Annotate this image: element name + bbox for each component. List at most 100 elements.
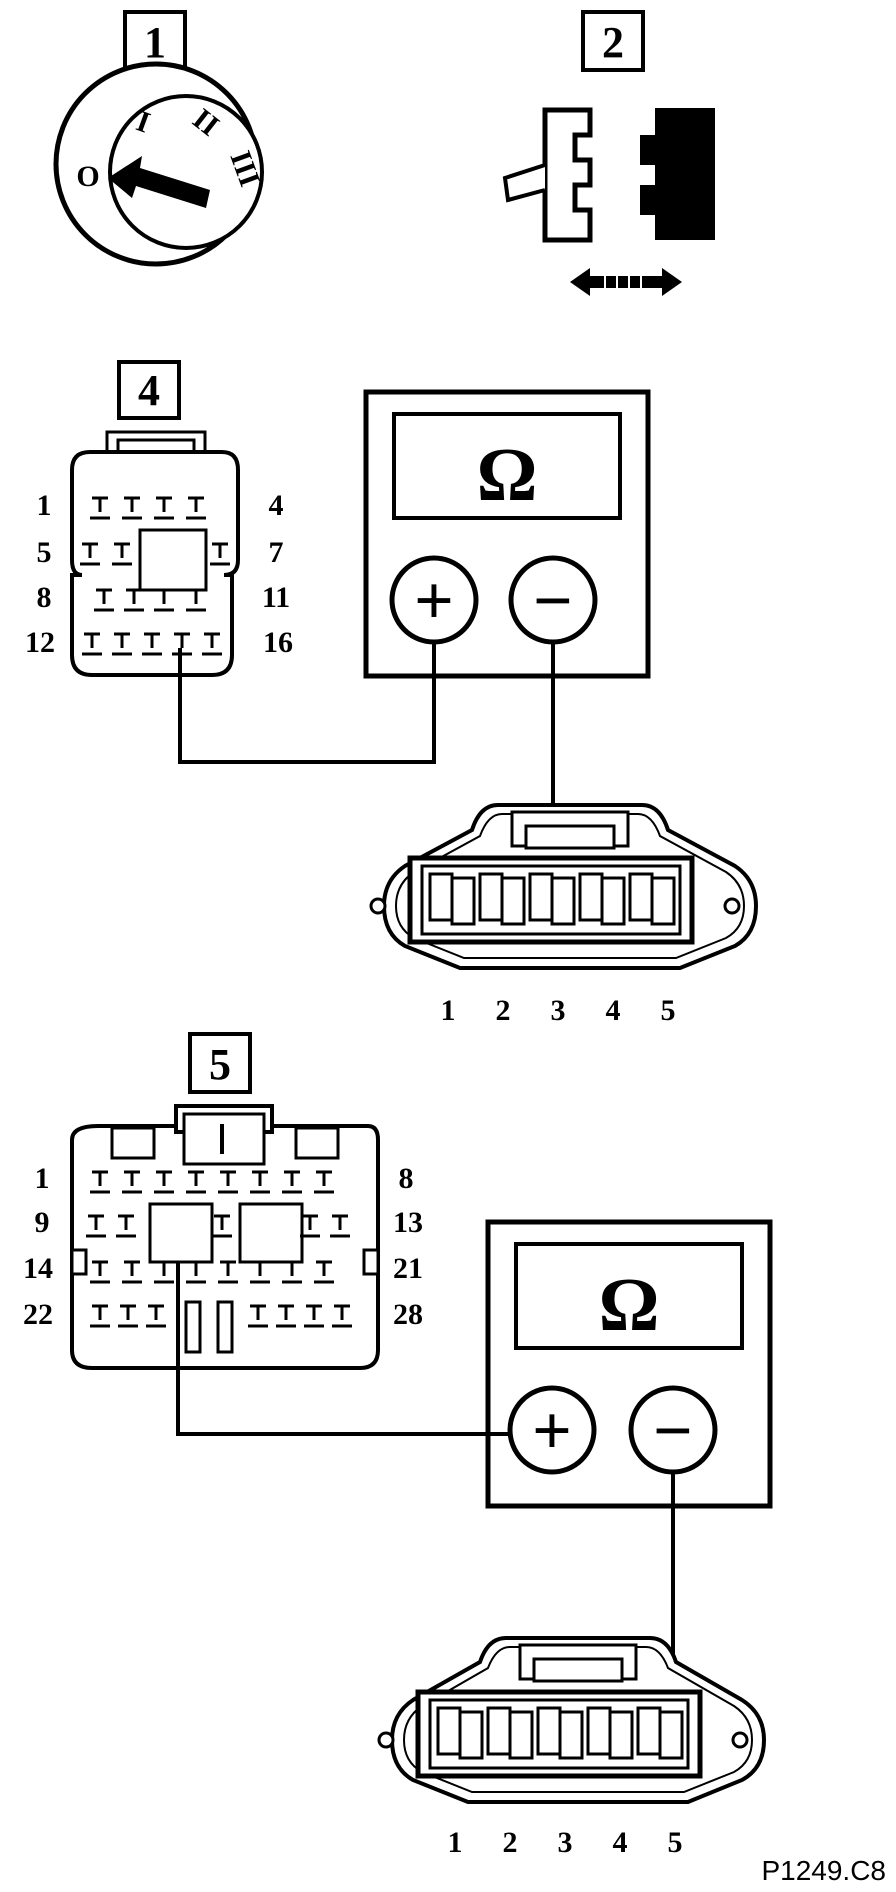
c5-pin-label-22: 22 xyxy=(23,1298,53,1331)
s1-terminal-slot-1 xyxy=(450,876,476,926)
c4-pin-label-7: 7 xyxy=(269,536,284,569)
s2-pin-1: 1 xyxy=(448,1826,463,1859)
c4-pin-label-5: 5 xyxy=(37,536,52,569)
s2-pin-3: 3 xyxy=(558,1826,573,1859)
c5-terminal-r1-8 xyxy=(314,1170,334,1194)
s2-terminal-slot-5 xyxy=(658,1710,684,1760)
c5-terminal-r4-2 xyxy=(118,1304,138,1328)
s1-pin-3: 3 xyxy=(551,994,566,1027)
s2-pin-2: 2 xyxy=(503,1826,518,1859)
s2-terminal-3 xyxy=(536,1706,562,1756)
c4-terminal-r3-4 xyxy=(186,588,206,612)
c5-pin-label-1: 1 xyxy=(35,1162,50,1195)
c4-terminal-r4-5 xyxy=(202,632,222,656)
sensor-connector-1-terminals xyxy=(428,872,676,926)
c5-terminal-r1-7 xyxy=(282,1170,302,1194)
s2-terminal-5 xyxy=(636,1706,662,1756)
connector-28-pin xyxy=(70,1104,380,1370)
c4-pin-label-11: 11 xyxy=(262,581,290,614)
c5-terminal-r2-5 xyxy=(330,1214,350,1238)
c4-pin-label-4: 4 xyxy=(269,489,284,522)
c4-terminal-r3-3 xyxy=(154,588,174,612)
ohmmeter-1: Ω + − xyxy=(363,389,651,679)
s1-terminal-slot-3 xyxy=(550,876,576,926)
c4-pin-label-1: 1 xyxy=(37,489,52,522)
c5-terminal-r3-2 xyxy=(122,1260,142,1284)
c5-terminal-r3-5 xyxy=(218,1260,238,1284)
position-label-o: O xyxy=(76,160,99,193)
s2-terminal-slot-2 xyxy=(508,1710,534,1760)
c5-terminal-r3-1 xyxy=(90,1260,110,1284)
s1-terminal-4 xyxy=(578,872,604,922)
s2-pin-5: 5 xyxy=(668,1826,683,1859)
s1-terminal-slot-2 xyxy=(500,876,526,926)
ohmmeter-2: Ω + − xyxy=(485,1219,773,1509)
sensor-connector-1 xyxy=(369,803,759,970)
c5-terminal-r3-4 xyxy=(186,1260,206,1284)
connector-16-pin-terminals xyxy=(80,496,230,656)
c5-terminal-r1-3 xyxy=(154,1170,174,1194)
sensor-connector-2-pin-numbers: 1 2 3 4 5 xyxy=(448,1826,683,1859)
s1-terminal-1 xyxy=(428,872,454,922)
c4-terminal-r2-1 xyxy=(80,542,100,566)
sensor-connector-1-pin-numbers: 1 2 3 4 5 xyxy=(441,994,676,1027)
c5-terminal-r2-2 xyxy=(116,1214,136,1238)
c5-terminal-r4-7 xyxy=(332,1304,352,1328)
c5-terminal-r4-4 xyxy=(248,1304,268,1328)
c4-terminal-r1-4 xyxy=(186,496,206,520)
s2-pin-4: 4 xyxy=(613,1826,628,1859)
c5-terminal-r1-5 xyxy=(218,1170,238,1194)
c5-terminal-r3-7 xyxy=(282,1260,302,1284)
c5-pin-label-28: 28 xyxy=(393,1298,423,1331)
c4-terminal-r3-1 xyxy=(94,588,114,612)
c5-pin-label-13: 13 xyxy=(393,1206,423,1239)
c5-pin-label-8: 8 xyxy=(399,1162,414,1195)
s1-pin-4: 4 xyxy=(606,994,621,1027)
sensor-connector-2 xyxy=(377,1636,767,1804)
c5-pin-label-21: 21 xyxy=(393,1252,423,1285)
c4-terminal-r4-3 xyxy=(142,632,162,656)
step-5-box xyxy=(188,1032,252,1094)
step-1-group: 1 O I II III xyxy=(53,10,266,267)
step-2-label: 2 xyxy=(602,18,624,67)
step-5-group: 5 1 8 9 13 14 21 22 28 Ω xyxy=(23,1032,773,1859)
s2-terminal-slot-1 xyxy=(458,1710,484,1760)
step-4-box xyxy=(117,360,181,420)
c5-terminal-r1-2 xyxy=(122,1170,142,1194)
ohmmeter-2-minus-label: − xyxy=(653,1393,693,1470)
c5-terminal-r3-8 xyxy=(314,1260,334,1284)
c4-terminal-r4-1 xyxy=(82,632,102,656)
test-lead-plus-2 xyxy=(176,1262,510,1436)
c5-terminal-r1-1 xyxy=(90,1170,110,1194)
c5-terminal-r4-5 xyxy=(276,1304,296,1328)
c4-pin-label-16: 16 xyxy=(263,626,293,659)
step-4-label: 4 xyxy=(138,366,160,415)
step-1-label: 1 xyxy=(144,18,166,67)
c4-pin-label-12: 12 xyxy=(25,626,55,659)
ohmmeter-1-plus-label: + xyxy=(414,563,454,640)
ohmmeter-1-minus-label: − xyxy=(533,563,573,640)
ignition-switch-icon xyxy=(53,61,264,267)
c5-terminal-r4-6 xyxy=(304,1304,324,1328)
s1-terminal-2 xyxy=(478,872,504,922)
connector-16-pin xyxy=(70,430,240,677)
ohmmeter-2-plus-label: + xyxy=(532,1393,572,1470)
step-5-label: 5 xyxy=(209,1040,231,1089)
double-arrow-icon xyxy=(570,268,682,296)
c5-terminal-r1-6 xyxy=(250,1170,270,1194)
c5-terminal-r3-6 xyxy=(250,1260,270,1284)
c4-terminal-r2-2 xyxy=(112,542,132,566)
s1-terminal-slot-4 xyxy=(600,876,626,926)
ohmmeter-2-plus-terminal xyxy=(507,1385,597,1475)
c5-pin-label-14: 14 xyxy=(23,1252,53,1285)
figure-reference: P1249.C8 xyxy=(761,1855,886,1886)
key-arrow-icon xyxy=(108,156,210,208)
c4-pin-label-8: 8 xyxy=(37,581,52,614)
c4-terminal-r3-2 xyxy=(124,588,144,612)
c5-terminal-r4-3 xyxy=(146,1304,166,1328)
test-lead-plus-1 xyxy=(178,642,436,764)
ohmmeter-2-symbol: Ω xyxy=(599,1263,660,1347)
s1-terminal-slot-5 xyxy=(650,876,676,926)
